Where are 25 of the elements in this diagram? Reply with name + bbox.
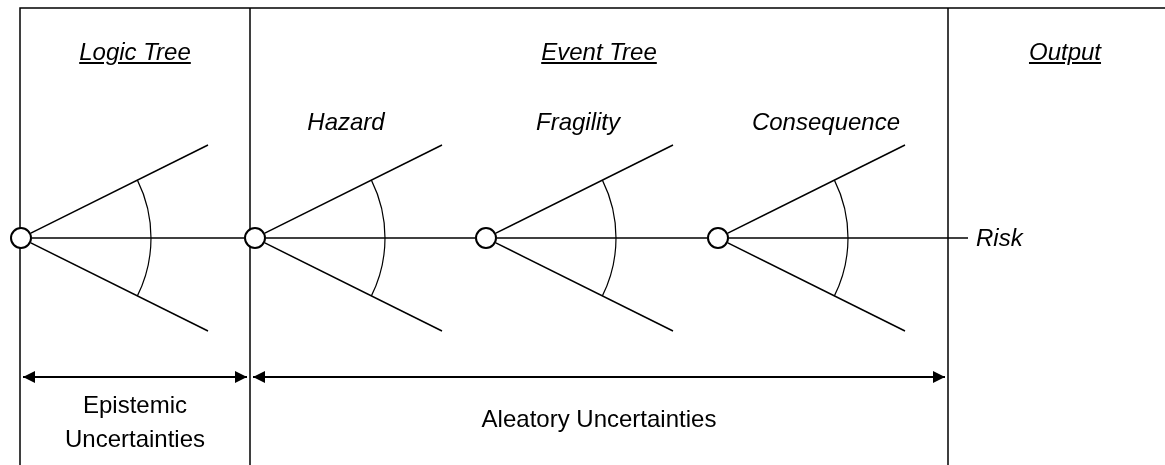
output-text: Risk: [976, 222, 1023, 254]
column-heading: Event Tree: [541, 38, 657, 66]
circle-node: [475, 227, 497, 249]
circle-node: [244, 227, 266, 249]
branch-line: [30, 144, 209, 234]
connector-line: [265, 237, 476, 239]
stage-label: Hazard: [307, 108, 385, 136]
branch-line: [727, 144, 906, 234]
connector-line: [496, 237, 708, 239]
branch-line: [727, 242, 906, 332]
branch-line: [495, 242, 674, 332]
branch-line: [30, 242, 209, 332]
uncertainty-label: Epistemic Uncertainties: [63, 390, 207, 454]
column-heading: Logic Tree: [79, 38, 191, 66]
branch-line: [264, 144, 443, 234]
branch-line: [495, 144, 674, 234]
circle-node: [10, 227, 32, 249]
branch-line: [264, 242, 443, 332]
uncertainty-label: Aleatory Uncertainties: [481, 405, 717, 433]
column-heading: Output: [1029, 38, 1101, 66]
circle-node: [707, 227, 729, 249]
connector-line: [31, 237, 245, 239]
connector-line: [728, 237, 969, 239]
stage-label: Fragility: [536, 108, 620, 136]
stage-label: Consequence: [751, 108, 901, 136]
